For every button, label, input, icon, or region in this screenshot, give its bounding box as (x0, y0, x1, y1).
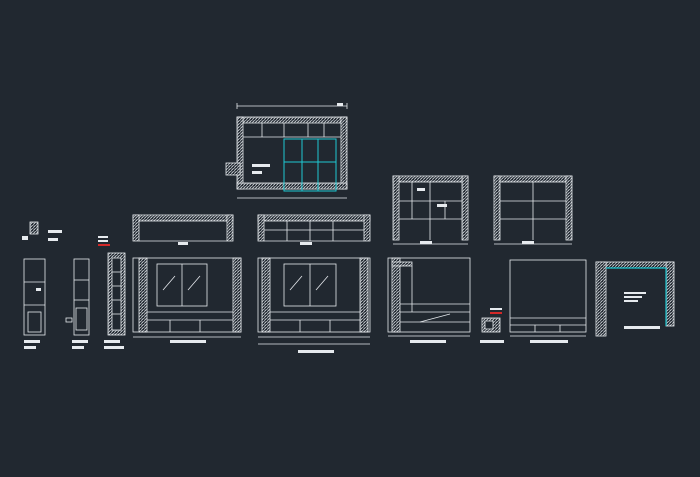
red-marker (98, 244, 110, 246)
narrow-elevation-3 (98, 236, 126, 349)
elevation-b (493, 175, 573, 245)
window-elevation-1 (132, 257, 242, 343)
cyan-highlight-frame (283, 138, 337, 192)
small-detail (480, 308, 504, 343)
elevation-a (392, 175, 469, 245)
window-elevation-2 (257, 257, 371, 353)
red-marker-2 (490, 312, 502, 314)
cabinet-elevation (509, 259, 587, 343)
narrow-elevation-2 (65, 258, 90, 349)
top-plan-view (225, 103, 348, 199)
shelf-section-2 (257, 214, 371, 245)
narrow-elevation-1 (23, 258, 46, 349)
door-elevation (387, 257, 471, 343)
corner-plan (595, 261, 675, 337)
small-section (22, 221, 62, 241)
shelf-section-1 (132, 214, 234, 245)
